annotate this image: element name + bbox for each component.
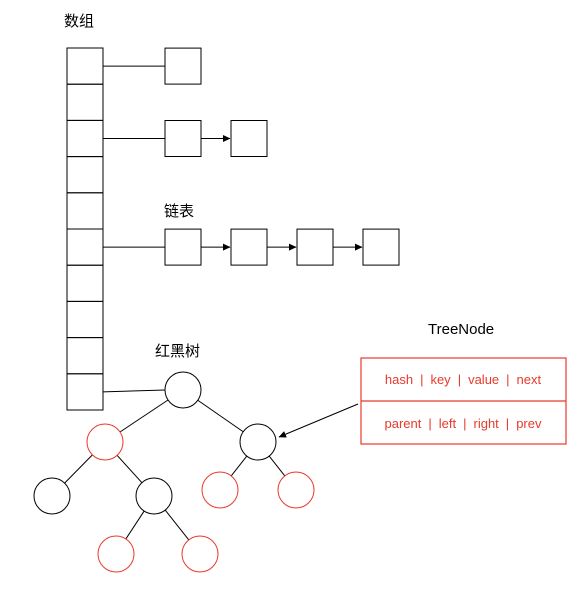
tree-edge <box>116 454 143 484</box>
tree-node-field: left <box>439 416 457 431</box>
linked-list-chains <box>103 47 400 266</box>
tree-node-field: prev <box>516 416 542 431</box>
array-label: 数组 <box>64 12 94 30</box>
tree-edge <box>230 455 248 477</box>
array-cell <box>66 264 104 302</box>
tree-edge <box>64 454 93 484</box>
tree-node-field: right <box>474 416 500 431</box>
tree-edge <box>125 510 145 540</box>
black-tree-node <box>164 371 202 409</box>
tree-edge <box>268 455 286 477</box>
array-cell <box>66 156 104 194</box>
tree-node-field: next <box>517 372 542 387</box>
tree-node-field: value <box>468 372 499 387</box>
list-node <box>362 228 400 266</box>
tree-edge <box>119 399 169 433</box>
field-separator: | <box>506 416 509 431</box>
array-column <box>66 47 104 411</box>
red-tree-node <box>86 423 124 461</box>
black-tree-node <box>239 423 277 461</box>
list-node <box>164 228 202 266</box>
array-cell <box>66 228 104 266</box>
field-separator: | <box>420 372 423 387</box>
tree-node-field: key <box>430 372 451 387</box>
tree-node-pointer-arrow <box>278 403 359 438</box>
list-node <box>230 120 268 157</box>
red-black-tree <box>33 371 315 573</box>
bucket-link-line <box>102 389 166 393</box>
array-cell <box>66 373 104 411</box>
list-node <box>164 47 202 85</box>
tree-node-row-1: hash | key | value | next <box>385 372 542 387</box>
list-node <box>230 228 268 266</box>
field-separator: | <box>506 372 509 387</box>
array-cell <box>66 192 104 230</box>
field-separator: | <box>428 416 431 431</box>
array-cell <box>66 47 104 85</box>
tree-node-field: hash <box>385 372 413 387</box>
tree-node-field: parent <box>385 416 422 431</box>
tree-node-label: TreeNode <box>428 321 494 338</box>
black-tree-node <box>33 477 71 515</box>
list-node <box>164 120 202 157</box>
tree-edge <box>164 509 190 541</box>
red-tree-node <box>97 535 135 573</box>
array-cell <box>66 83 104 121</box>
black-tree-node <box>135 477 173 515</box>
red-tree-node <box>277 471 315 509</box>
list-node <box>296 228 334 266</box>
red-tree-node <box>201 471 239 509</box>
array-cell <box>66 337 104 375</box>
array-cell <box>66 119 104 158</box>
tree-node-row-2: parent | left | right | prev <box>385 416 542 431</box>
red-black-tree-label: 红黑树 <box>155 342 200 360</box>
linked-list-label: 链表 <box>164 202 194 220</box>
field-separator: | <box>458 372 461 387</box>
field-separator: | <box>463 416 466 431</box>
tree-edge <box>197 399 244 433</box>
array-cell <box>66 300 104 339</box>
red-tree-node <box>181 535 219 573</box>
tree-node-box: hash | key | value | next parent | left | right | pr… <box>278 357 567 445</box>
